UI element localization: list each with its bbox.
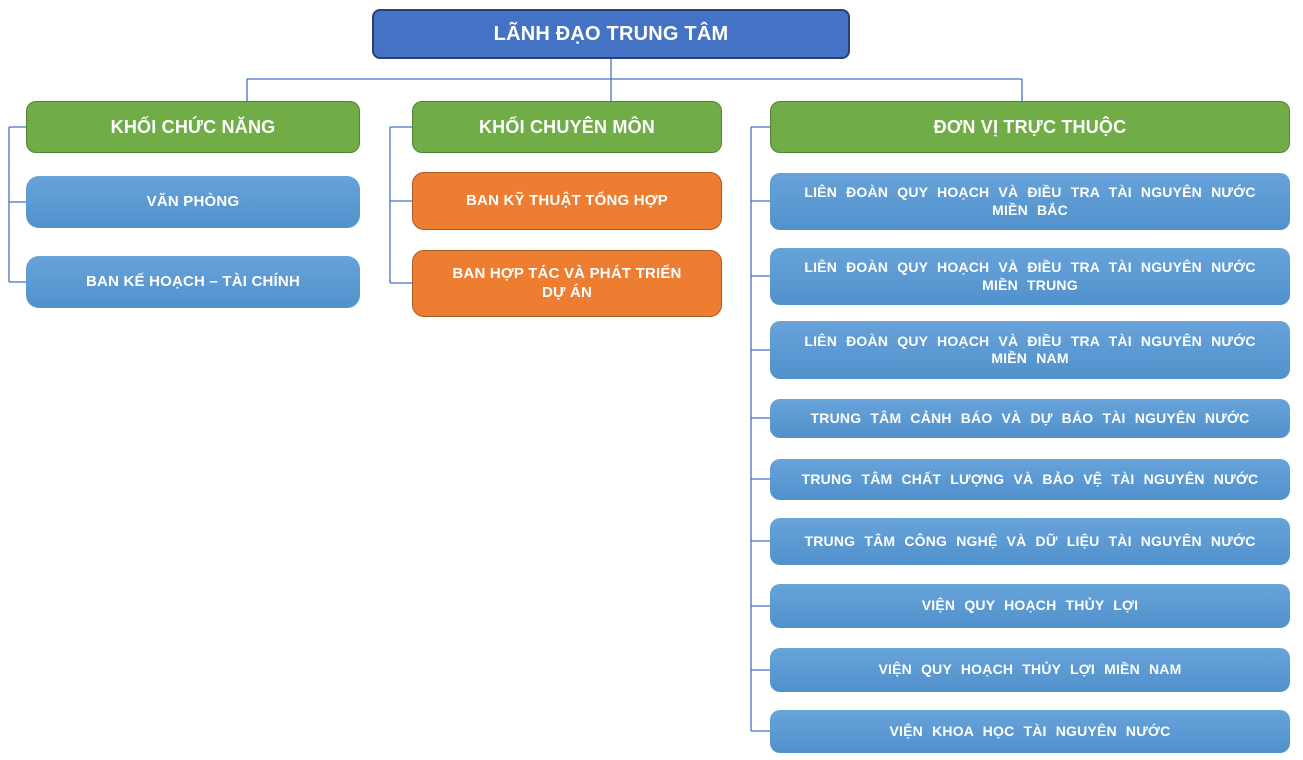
node-lien-doan-mien-trung: LIÊN ĐOÀN QUY HOẠCH VÀ ĐIỀU TRA TÀI NGUY… (770, 248, 1290, 305)
node-khoi-chuyen-mon: KHỐI CHUYÊN MÔN (412, 101, 722, 153)
node-ban-hop-tac-phat-trien-du-an: BAN HỢP TÁC VÀ PHÁT TRIỂN DỰ ÁN (412, 250, 722, 317)
node-don-vi-truc-thuoc: ĐƠN VỊ TRỰC THUỘC (770, 101, 1290, 153)
node-lanh-dao-trung-tam: LÃNH ĐẠO TRUNG TÂM (372, 9, 850, 59)
node-trung-tam-chat-luong-bao-ve: TRUNG TÂM CHẤT LƯỢNG VÀ BẢO VỆ TÀI NGUYÊ… (770, 459, 1290, 500)
node-khoi-chuc-nang: KHỐI CHỨC NĂNG (26, 101, 360, 153)
node-lien-doan-mien-bac: LIÊN ĐOÀN QUY HOẠCH VÀ ĐIỀU TRA TÀI NGUY… (770, 173, 1290, 230)
node-ban-ky-thuat-tong-hop: BAN KỸ THUẬT TỔNG HỢP (412, 172, 722, 230)
node-vien-quy-hoach-thuy-loi: VIỆN QUY HOẠCH THỦY LỢI (770, 584, 1290, 628)
node-ban-ke-hoach-tai-chinh: BAN KẾ HOẠCH – TÀI CHÍNH (26, 256, 360, 308)
node-vien-quy-hoach-thuy-loi-mien-nam: VIỆN QUY HOẠCH THỦY LỢI MIỀN NAM (770, 648, 1290, 692)
node-trung-tam-canh-bao-du-bao: TRUNG TÂM CẢNH BÁO VÀ DỰ BÁO TÀI NGUYÊN … (770, 399, 1290, 438)
node-van-phong: VĂN PHÒNG (26, 176, 360, 228)
node-lien-doan-mien-nam: LIÊN ĐOÀN QUY HOẠCH VÀ ĐIỀU TRA TÀI NGUY… (770, 321, 1290, 379)
node-trung-tam-cong-nghe-du-lieu: TRUNG TÂM CÔNG NGHỆ VÀ DỮ LIỆU TÀI NGUYÊ… (770, 518, 1290, 565)
node-vien-khoa-hoc-tai-nguyen-nuoc: VIỆN KHOA HỌC TÀI NGUYÊN NƯỚC (770, 710, 1290, 753)
